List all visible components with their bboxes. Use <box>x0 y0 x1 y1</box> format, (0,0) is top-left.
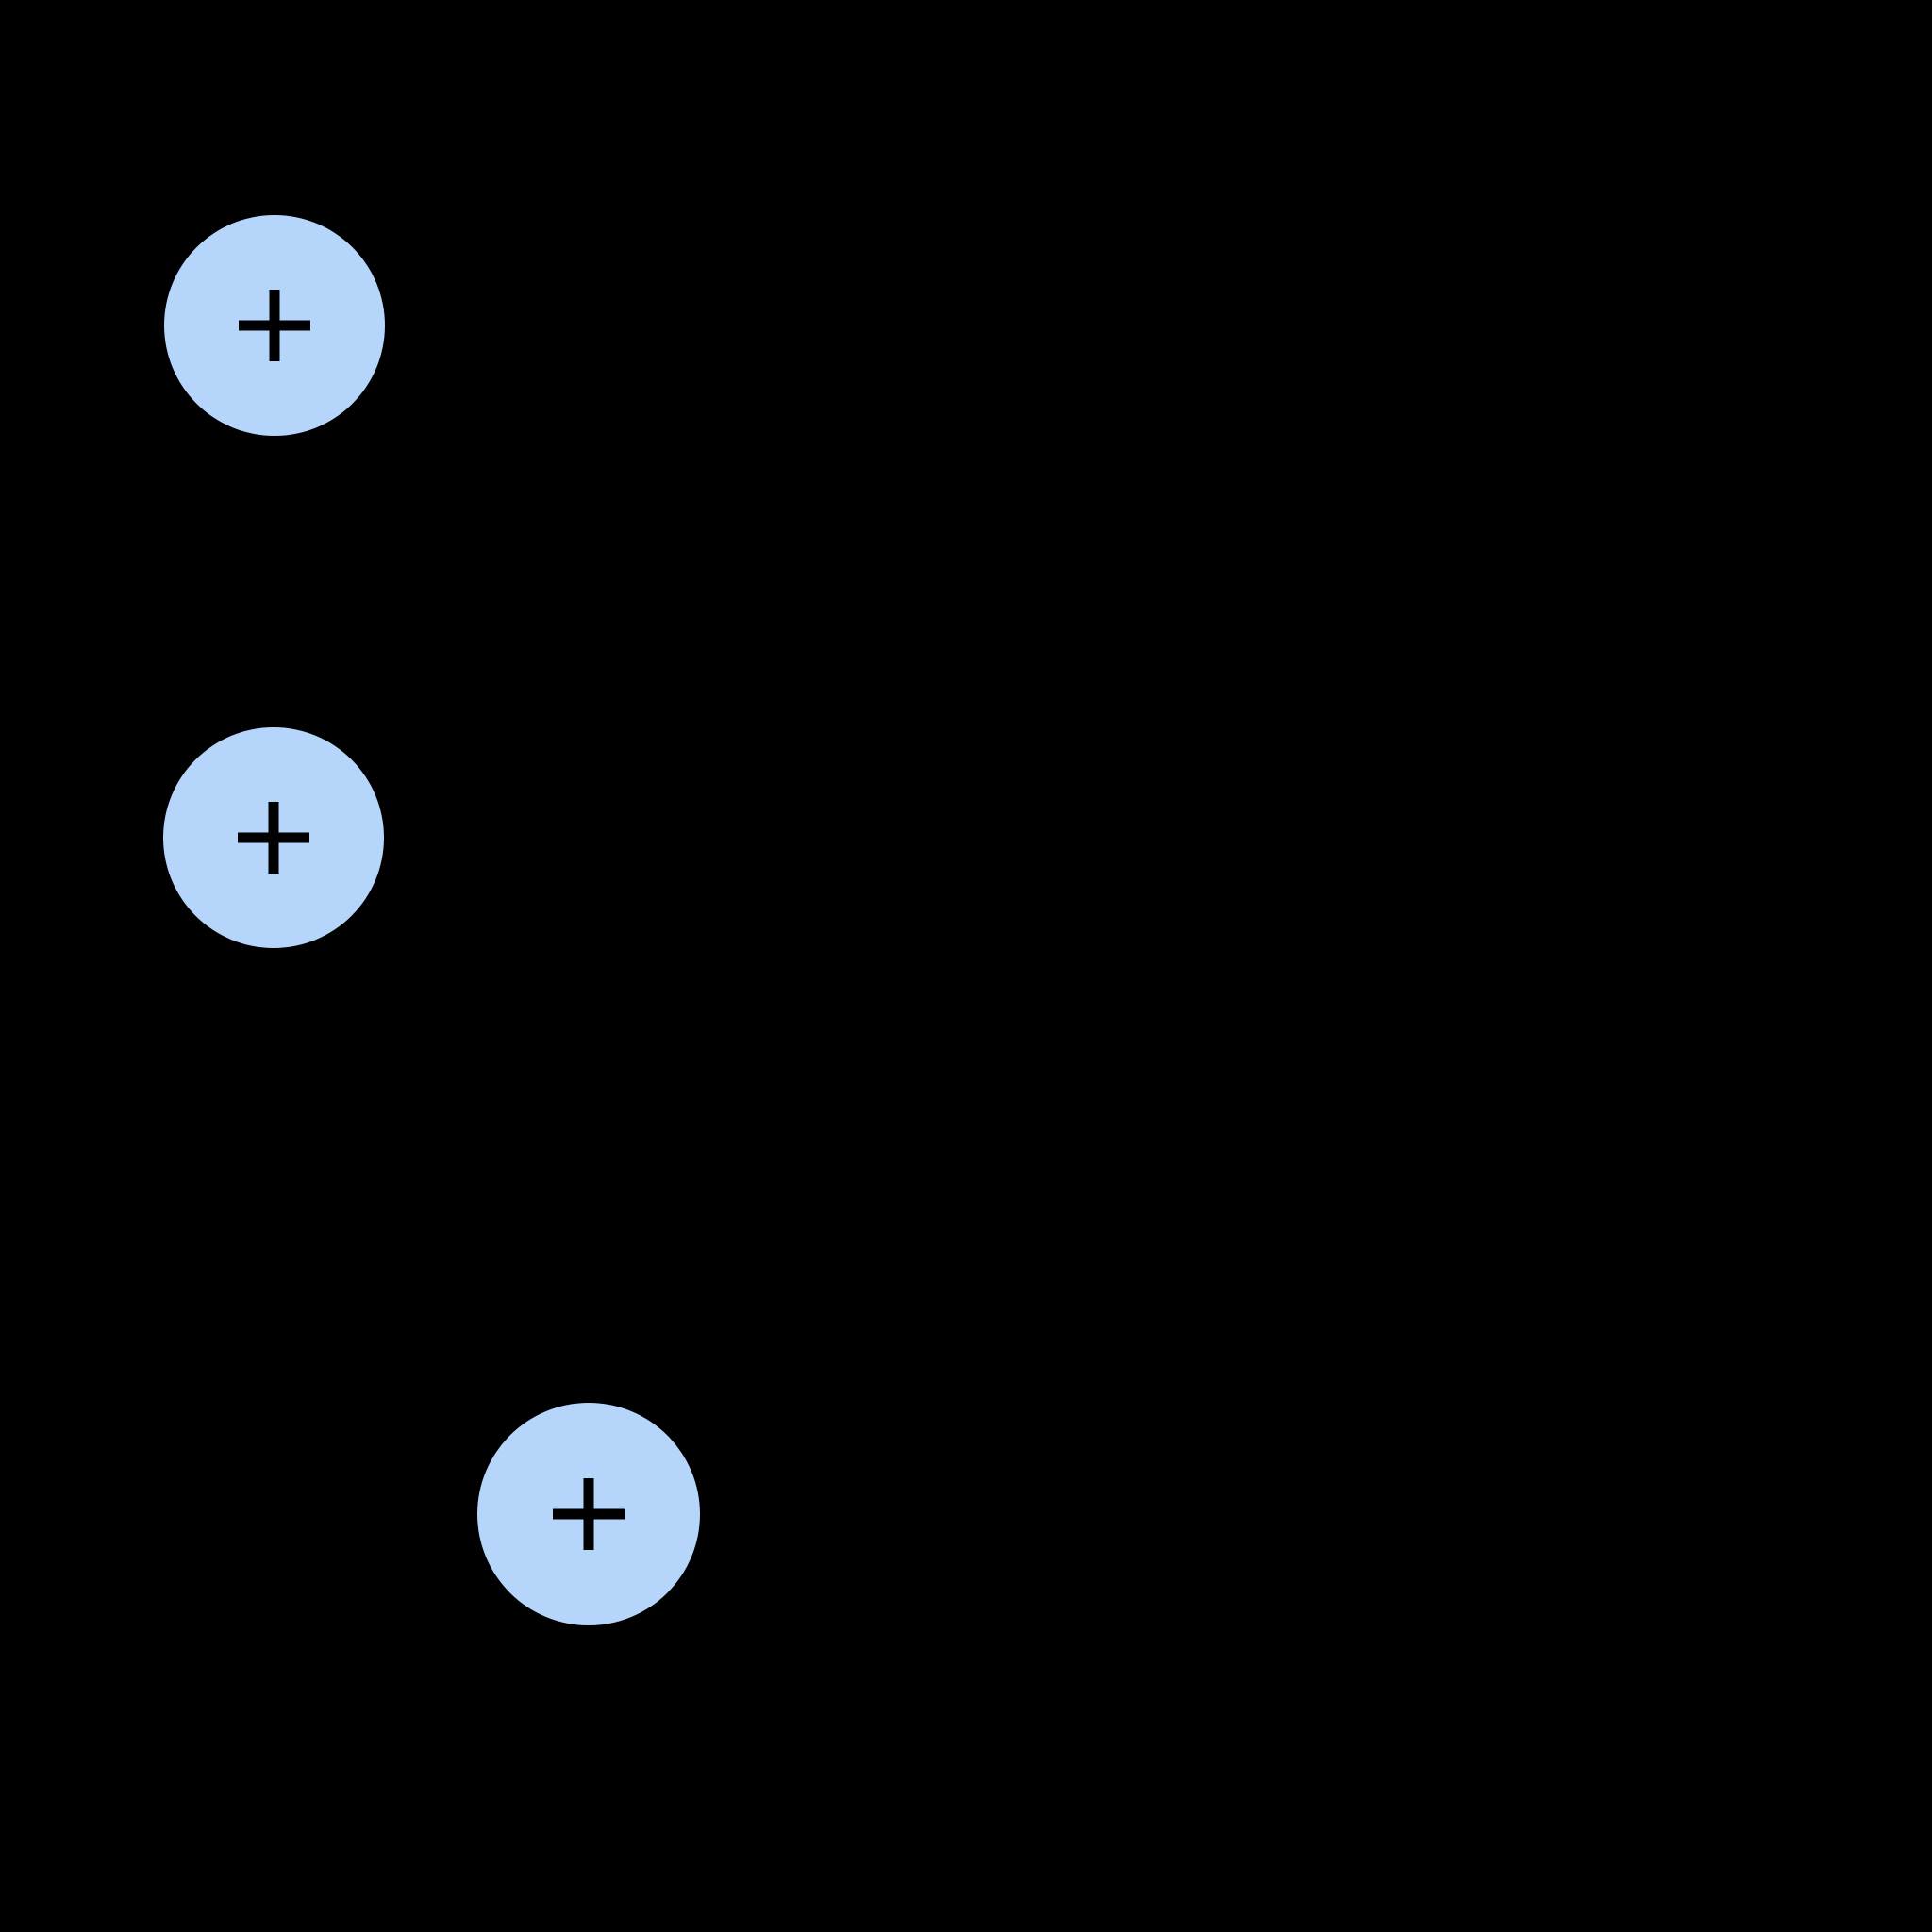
add-node-button[interactable]: Add <box>163 727 384 948</box>
add-node-button[interactable]: Add <box>477 1403 700 1625</box>
add-node-label: Add <box>589 1514 590 1515</box>
plus-vertical-bar <box>583 1478 594 1550</box>
plus-icon <box>553 1478 625 1550</box>
add-node-button[interactable]: Add <box>164 215 385 436</box>
add-node-label: Add <box>274 838 275 839</box>
plus-icon <box>239 290 310 361</box>
plus-vertical-bar <box>268 802 279 874</box>
plus-horizontal-bar <box>239 320 310 331</box>
plus-horizontal-bar <box>238 832 309 843</box>
plus-horizontal-bar <box>553 1508 625 1520</box>
plus-icon <box>238 802 309 874</box>
plus-vertical-bar <box>269 290 280 361</box>
